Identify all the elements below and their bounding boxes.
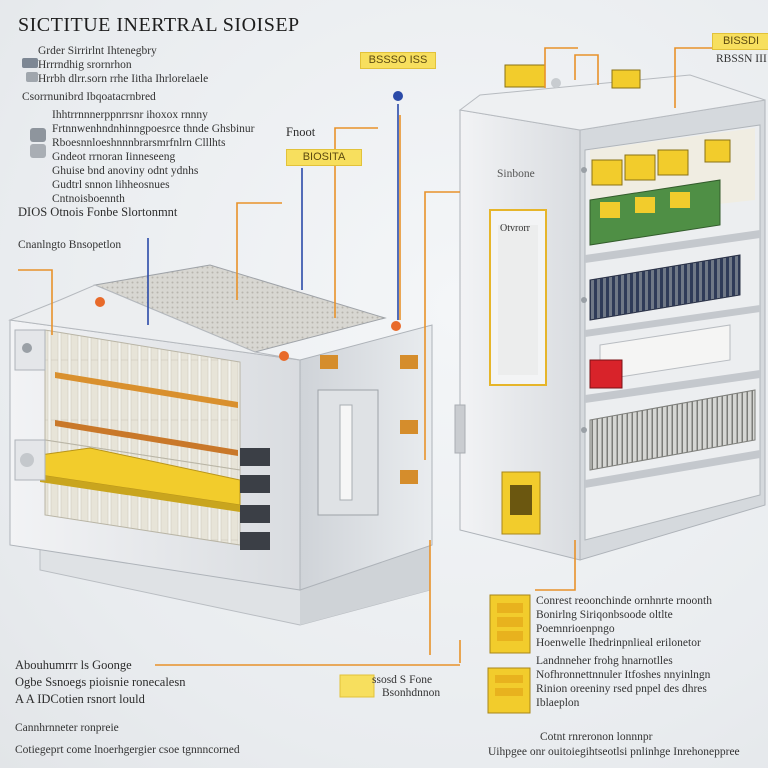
list-item: Gndeot rrnoran Iinneseeng (52, 151, 176, 163)
note-line: A A IDCotien rsnort lould (15, 692, 145, 706)
fnoot-label: Fnoot (286, 125, 316, 139)
tag-top: BSSSO ISS (360, 52, 436, 69)
note-line: Conrest reoonchinde ornhnrte rnoonth (536, 595, 712, 607)
list-item: Frtnnwenhndnhinngpoesrce thnde Ghsbinur (52, 123, 255, 135)
bottom-note-1: Cotnt rnreronon lonnnpr (540, 731, 653, 743)
list-item: Hrrrndhig srornrhon (38, 59, 132, 71)
battery-module (8, 264, 433, 626)
panel-label: Otvrorr (500, 223, 530, 234)
leader-lines (18, 47, 715, 666)
note-line: Iblaeplon (536, 697, 580, 709)
dos-label: DIOS Otnois Fonbe Slortonmnt (18, 205, 178, 219)
list-item: Cntnoisboennth (52, 193, 125, 205)
cabinet (454, 64, 766, 561)
mid-tag-label-2: Bsonhdnnon (382, 687, 441, 699)
list-item: Grder Sirrirlnt Ihtenegbry (38, 45, 157, 57)
note-line: Cotiegeprt come lnoerhgergier csoe tgnnn… (15, 744, 240, 756)
bottom-note-2: Uihpgee onr ouitoiegihtseotlsi pnlinhge … (488, 746, 740, 758)
page-title: SICTITUE INERTRAL SIOISEP (18, 14, 300, 36)
sensor-marker-icon (393, 91, 403, 101)
note-line: Poemnrioenpngo (536, 623, 615, 635)
bottom-left-notes: Abouhumrrr ls Goonge Ogbe Ssnoegs pioisn… (15, 658, 240, 757)
module-thumbnails (339, 594, 531, 714)
tag-mid: BIOSITA (286, 149, 362, 166)
right-notes: Conrest reoonchinde ornhnrte rnoonth Bon… (536, 594, 712, 710)
bullet-rack-icon (22, 58, 38, 68)
note-line: Ogbe Ssnoegs pioisnie ronecalesn (15, 675, 186, 689)
note-line: Nofhronnettnnuler Itfoshes nnyinlngn (536, 669, 711, 681)
left-list-2: Ihhtrrnnnerppnrrsnr ihoxox rnnny Frtnnwe… (30, 108, 255, 206)
blue-leaders (147, 104, 399, 325)
cabinet-side-label: Sinbone (497, 168, 535, 180)
note-line: Hoenwelle Ihedrinpnlieal erilonetor (536, 637, 701, 649)
list-item: Csorrnunibrd Ibqoatacrnbred (22, 91, 156, 103)
tag-right-sub: RBSSN III (716, 53, 767, 65)
bullet-battery-icon (26, 72, 38, 82)
cavity-label: Cnanlngto Bnsopetlon (18, 239, 122, 251)
mid-tag-label: ssosd S Fone (372, 674, 433, 686)
list-item: Rboesnnloeshnnnbrarsmrfnlrn Clllhts (52, 137, 226, 149)
note-line: Cannhrnneter ronpreie (15, 722, 119, 734)
tag-right: BISSDI (712, 33, 768, 50)
bullet-gear-icon (30, 128, 46, 142)
note-line: Rinion oreeniny rsed pnpel des dhres (536, 683, 707, 695)
list-item: Hrrbh dlrr.sorn rrhe Iitha Ihrlorelaele (38, 73, 209, 85)
bullet-module-icon (30, 144, 46, 158)
list-item: Ghuise bnd anoviny odnt ydnhs (52, 165, 199, 177)
left-list-1: Grder Sirrirlnt Ihtenegbry Hrrrndhig sro… (20, 44, 208, 104)
note-line: Landnneher frohg hnarnotlles (536, 655, 673, 667)
list-item: Gudtrl snnon lihheosnues (52, 179, 170, 191)
note-line: Bonirlng Siriqonbsoode oltlte (536, 609, 673, 621)
list-item: Ihhtrrnnnerppnrrsnr ihoxox rnnny (52, 109, 208, 121)
note-line: Abouhumrrr ls Goonge (15, 658, 132, 672)
